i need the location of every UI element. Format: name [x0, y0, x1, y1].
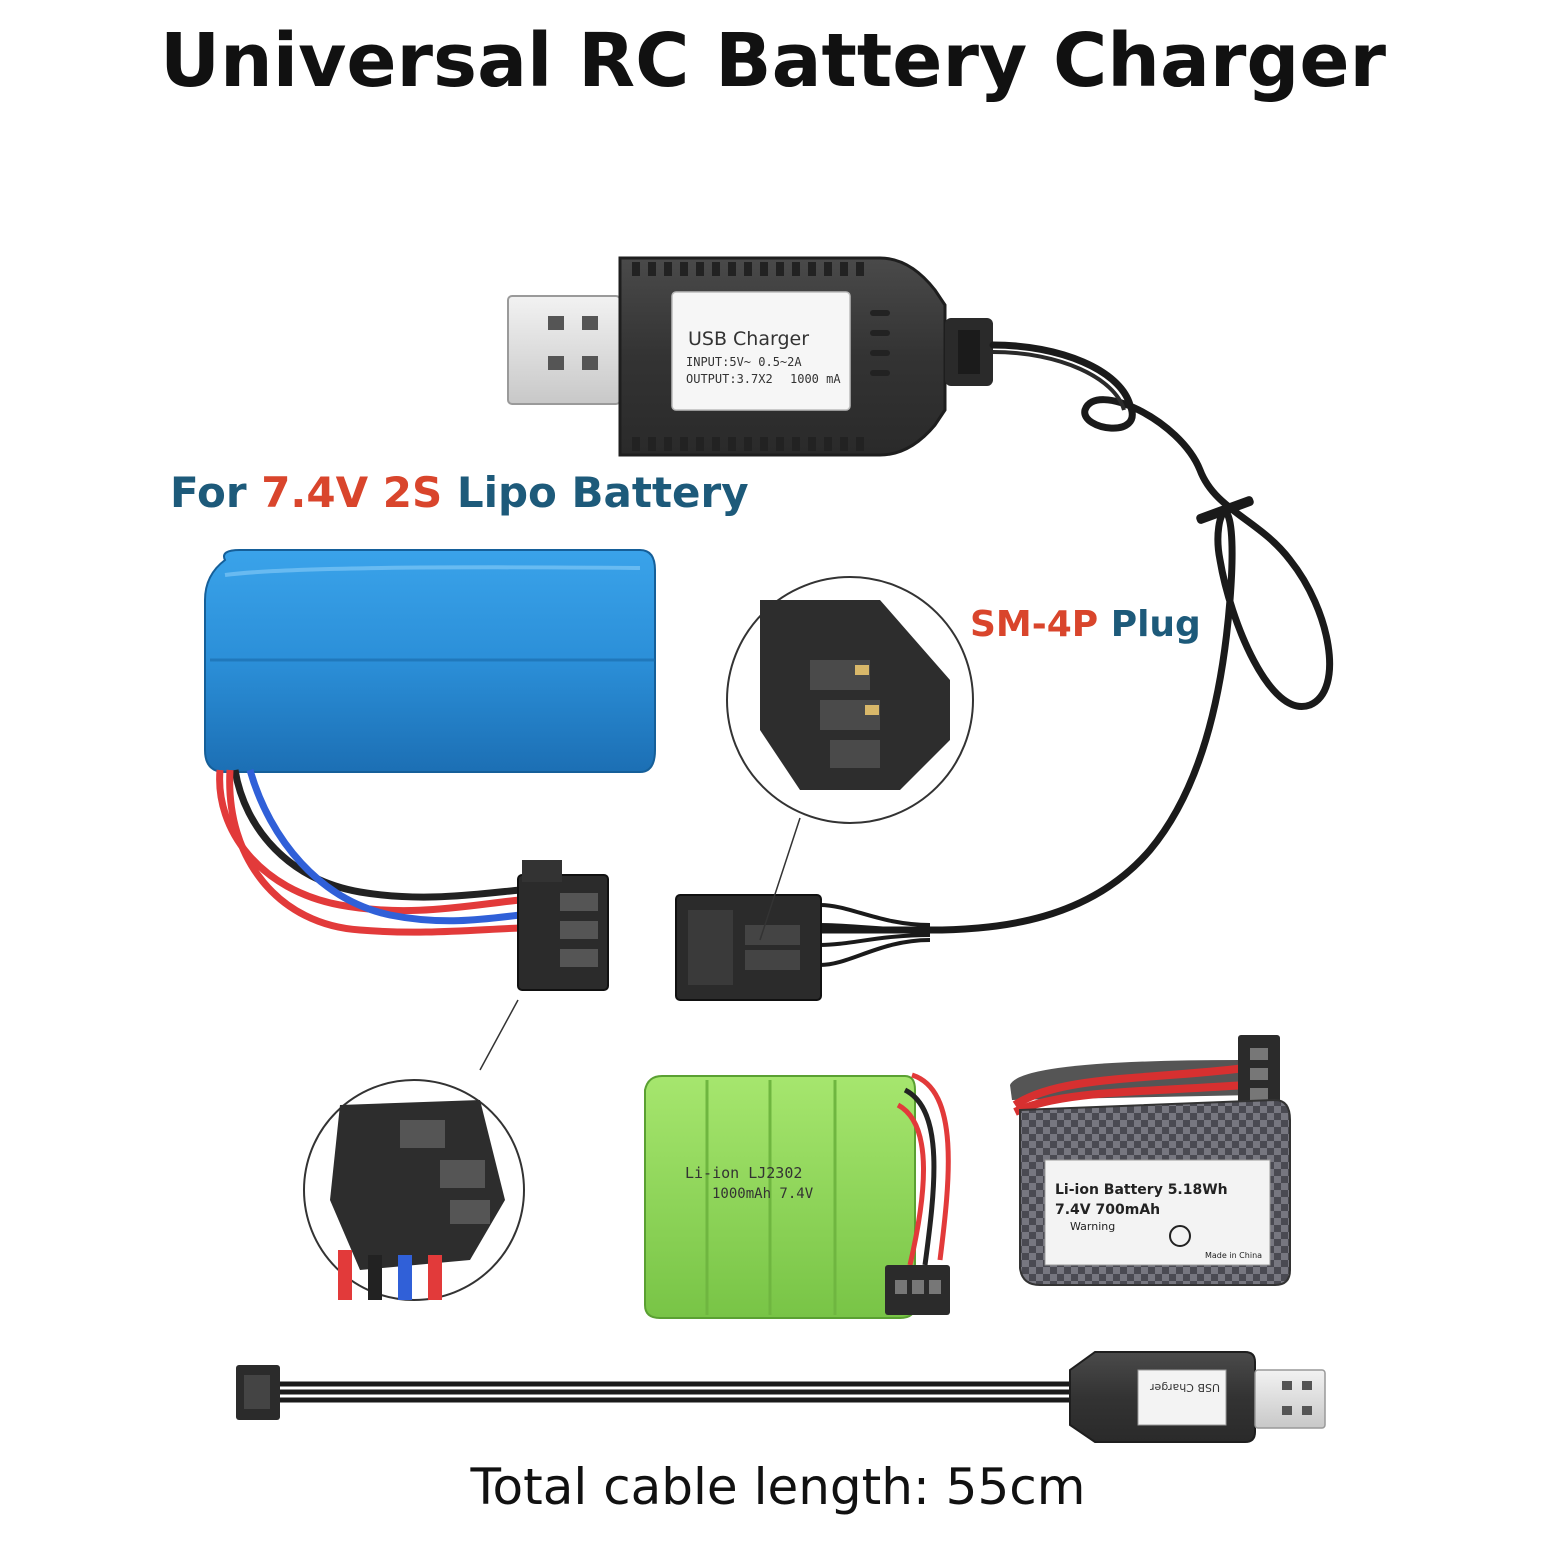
- carbon-battery: Li-ion Battery 5.18Wh 7.4V 700mAh Warnin…: [1010, 1035, 1291, 1286]
- plug-heading: SM-4P Plug: [970, 604, 1201, 645]
- charger-input-text: INPUT:5V~ 0.5~2A: [686, 355, 802, 369]
- small-charger-title-text: USB Charger: [1149, 1381, 1220, 1394]
- usb-charger-small: USB Charger: [236, 1351, 1326, 1443]
- carbon-battery-spec-text: 7.4V 700mAh: [1055, 1202, 1160, 1218]
- cable-length-caption: Total cable length: 55cm: [470, 1458, 1086, 1516]
- usb-charger-main: USB Charger INPUT:5V~ 0.5~2A OUTPUT:3.7X…: [507, 256, 993, 457]
- charger-sm4p-connector: [675, 894, 822, 1001]
- battery-sm4p-connector: [517, 860, 609, 991]
- charger-title-text: USB Charger: [688, 328, 809, 350]
- charger-output-current-text: 1000 mA: [790, 372, 841, 386]
- charger-output-text: OUTPUT:3.7X2: [686, 372, 773, 386]
- battery-heading-suffix: Lipo Battery: [456, 468, 749, 517]
- battery-heading: For 7.4V 2S Lipo Battery: [170, 468, 749, 517]
- charger-cable: [816, 341, 1334, 934]
- blue-lipo-battery: [204, 549, 656, 936]
- battery-heading-prefix: For: [170, 468, 247, 517]
- charger-label-plate: [671, 291, 851, 411]
- plug-heading-type: SM-4P: [970, 604, 1099, 645]
- green-battery-capacity-text: 1000mAh 7.4V: [712, 1186, 814, 1202]
- carbon-battery-warning-text: Warning: [1070, 1220, 1115, 1233]
- usb-plug: [507, 295, 621, 405]
- plug-heading-word: Plug: [1110, 604, 1201, 645]
- battery-plug-zoom-callout: [303, 999, 525, 1301]
- green-battery-model-text: Li-ion LJ2302: [685, 1164, 802, 1182]
- charger-plug-zoom-callout: [726, 576, 974, 941]
- recycle-icon: [1169, 1225, 1191, 1247]
- carbon-battery-type-text: Li-ion Battery 5.18Wh: [1055, 1182, 1228, 1198]
- green-battery: Li-ion LJ2302 1000mAh 7.4V: [644, 1072, 951, 1319]
- battery-heading-spec: 7.4V 2S: [261, 468, 443, 517]
- page-title: Universal RC Battery Charger: [159, 18, 1387, 104]
- carbon-battery-origin-text: Made in China: [1205, 1251, 1262, 1260]
- cable-tie: [1196, 496, 1254, 524]
